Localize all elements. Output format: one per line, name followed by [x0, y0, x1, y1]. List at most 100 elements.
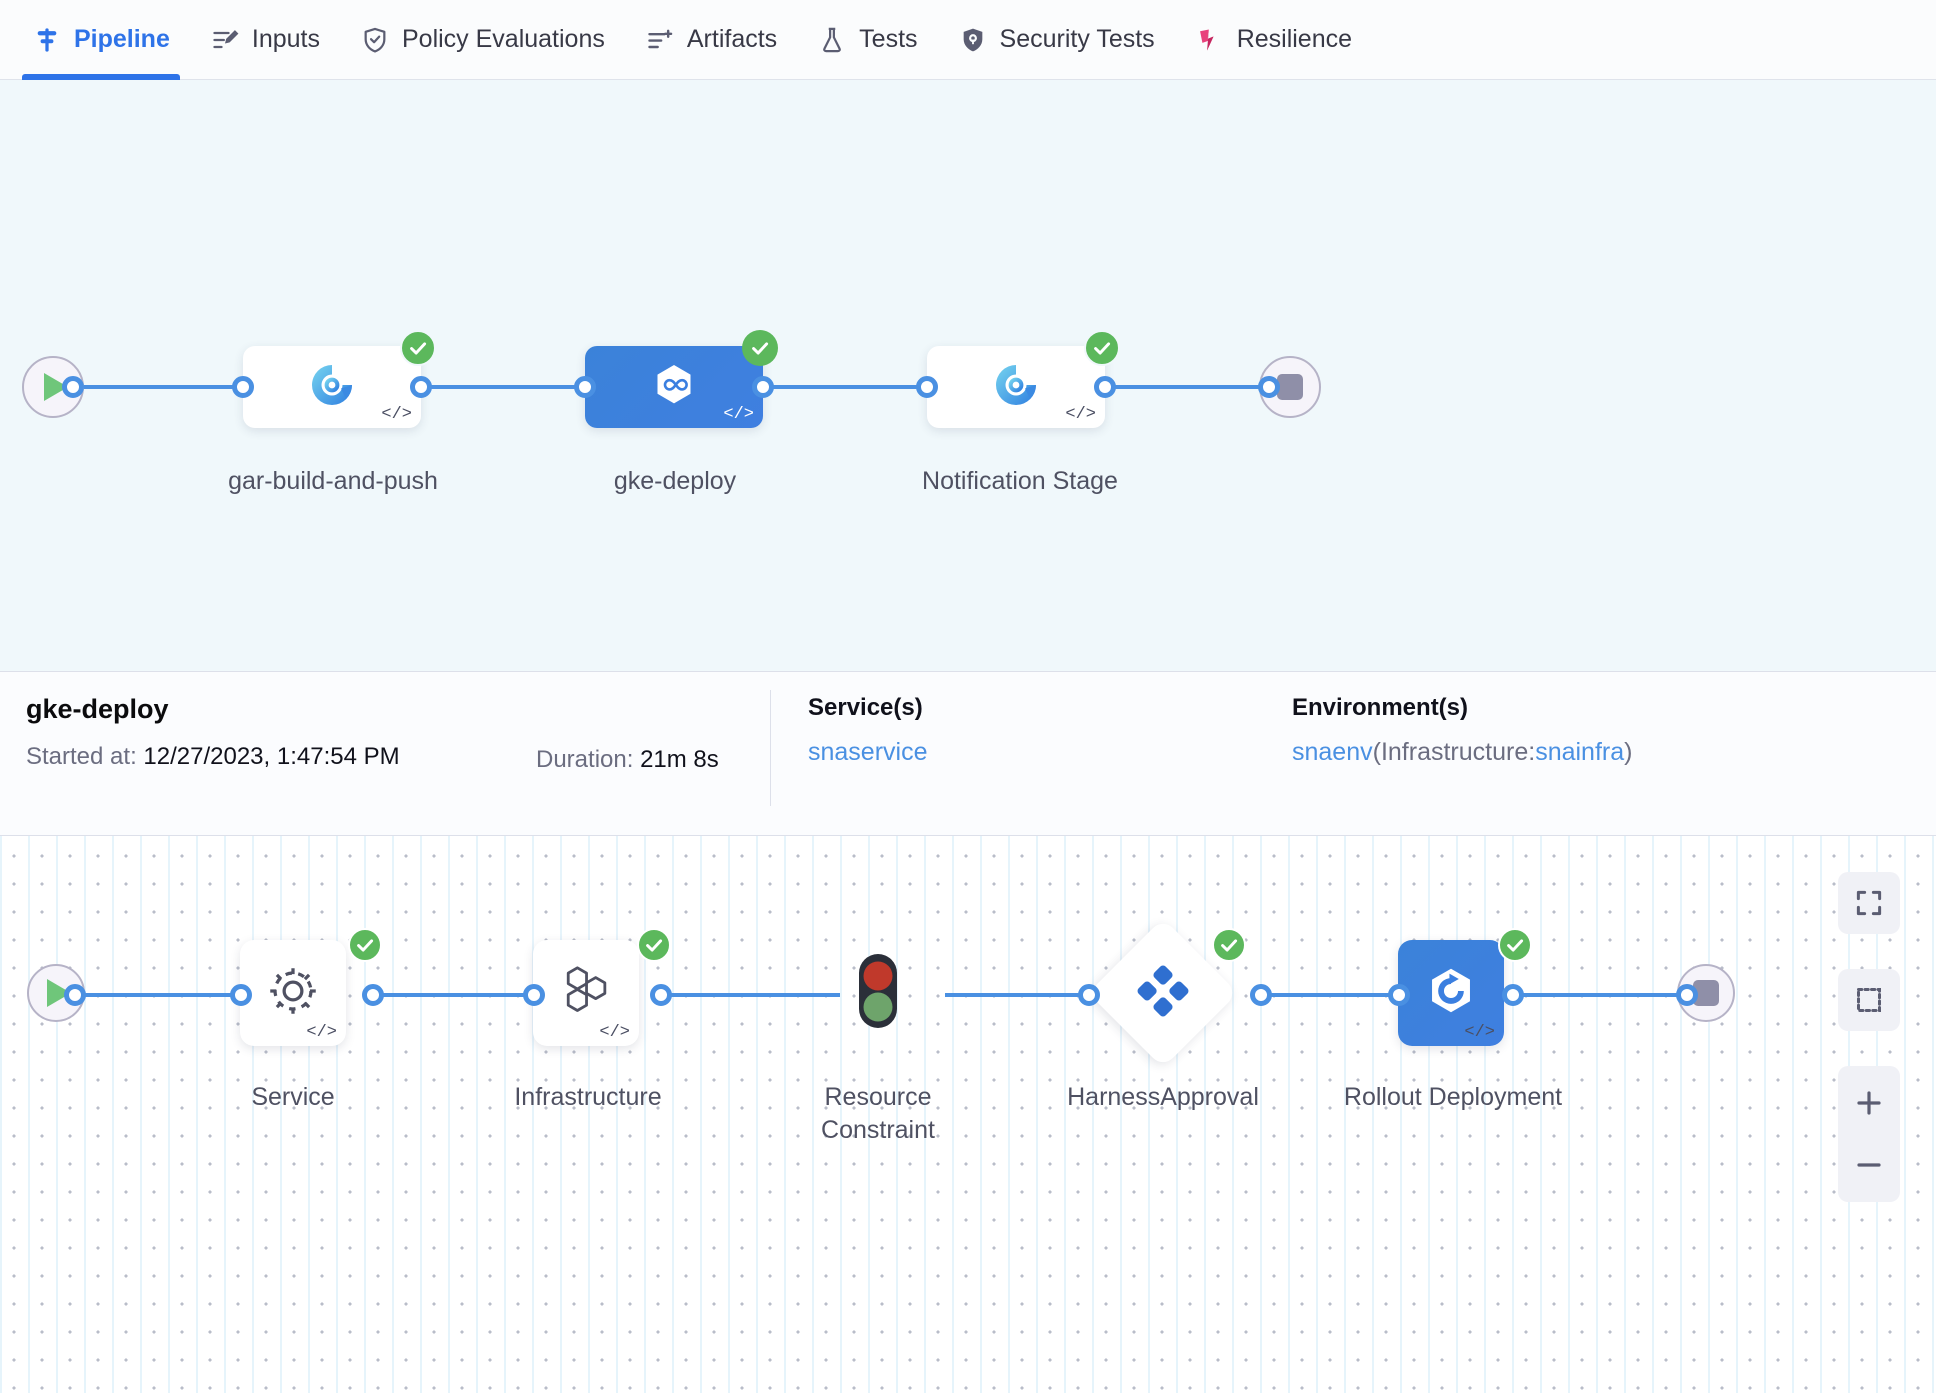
zoom-in-out-group — [1838, 1066, 1900, 1202]
tab-security-tests[interactable]: Security Tests — [938, 0, 1175, 79]
infrastructure-suffix: ) — [1624, 738, 1633, 766]
canvas-zoom-controls — [1838, 872, 1900, 1202]
infrastructure-link[interactable]: snainfra — [1535, 738, 1625, 766]
port-end-in[interactable] — [1258, 376, 1280, 398]
port-stage2-in[interactable] — [574, 376, 596, 398]
port-service-in[interactable] — [230, 984, 252, 1006]
step-label-harness-approval: HarnessApproval — [1067, 1083, 1259, 1111]
environment-row: snaenv(Infrastructure:snainfra) — [1292, 738, 1632, 767]
artifacts-icon — [645, 25, 675, 55]
tab-pipeline[interactable]: Pipeline — [12, 0, 190, 80]
tab-artifacts[interactable]: Artifacts — [625, 0, 797, 79]
stage-label-gke-deploy: gke-deploy — [613, 467, 737, 495]
stage-code-icon[interactable]: </> — [381, 405, 412, 424]
environment-link[interactable]: snaenv — [1292, 738, 1373, 766]
step-label-service: Service — [251, 1083, 335, 1111]
policy-shield-icon — [360, 25, 390, 55]
port-exec-end-in[interactable] — [1676, 984, 1698, 1006]
step-code-icon[interactable]: </> — [306, 1023, 337, 1042]
step-code-icon[interactable]: </> — [599, 1023, 630, 1042]
stage-details-title: gke-deploy — [26, 694, 169, 724]
edge-stage2-to-stage3 — [752, 385, 942, 389]
stage-code-icon[interactable]: </> — [1065, 405, 1096, 424]
step-node-rollout-deployment[interactable]: </> — [1398, 940, 1504, 1046]
tab-resilience[interactable]: Resilience — [1175, 0, 1372, 79]
k8s-rollout-icon — [1422, 962, 1480, 1025]
stage-node-gke-deploy[interactable]: </> — [585, 346, 763, 428]
port-start-out[interactable] — [62, 376, 84, 398]
edge-stage1-to-stage2 — [410, 385, 600, 389]
edge-rollout-to-end — [1512, 993, 1692, 997]
step-code-icon[interactable]: </> — [1464, 1023, 1495, 1042]
tab-tests[interactable]: Tests — [797, 0, 937, 79]
step-status-success-rollout-deployment — [1498, 928, 1532, 962]
fit-to-screen-button[interactable] — [1838, 872, 1900, 934]
tab-artifacts-label: Artifacts — [686, 25, 778, 53]
stage-status-success-1 — [400, 330, 436, 366]
harness-approval-icon-wrap — [1110, 940, 1216, 1046]
port-stage2-out[interactable] — [752, 376, 774, 398]
step-node-resource-constraint[interactable] — [825, 940, 931, 1046]
port-stage1-in[interactable] — [232, 376, 254, 398]
port-stage1-out[interactable] — [410, 376, 432, 398]
edge-stage3-to-end — [1094, 385, 1274, 389]
port-harness-approval-out[interactable] — [1250, 984, 1272, 1006]
tab-tests-label: Tests — [859, 25, 918, 53]
port-infrastructure-out[interactable] — [650, 984, 672, 1006]
inputs-icon — [210, 25, 240, 55]
edge-start-to-stage1 — [58, 385, 248, 389]
ci-stage-icon — [992, 361, 1040, 414]
security-shield-icon — [958, 25, 988, 55]
edge-approval-to-rollout — [1260, 993, 1405, 997]
step-label-resource-constraint: Resource Constraint — [821, 1083, 935, 1144]
tab-security-tests-label: Security Tests — [999, 25, 1155, 53]
duration-label: Duration: — [536, 746, 634, 773]
duration-row: Duration: 21m 8s — [536, 746, 719, 774]
tab-inputs[interactable]: Inputs — [190, 0, 340, 79]
edge-service-to-infra — [372, 993, 552, 997]
stage-status-success-2 — [742, 330, 778, 366]
port-service-out[interactable] — [362, 984, 384, 1006]
gear-icon — [265, 963, 321, 1024]
port-rollout-out[interactable] — [1502, 984, 1524, 1006]
tab-bar: Pipeline Inputs Policy Evaluations Artif… — [0, 0, 1936, 80]
port-harness-approval-in[interactable] — [1078, 984, 1100, 1006]
service-link[interactable]: snaservice — [808, 738, 928, 766]
flask-icon — [817, 25, 847, 55]
environments-block: Environment(s) snaenv(Infrastructure:sna… — [1292, 694, 1632, 767]
step-node-infrastructure[interactable]: </> — [533, 940, 639, 1046]
port-stage3-in[interactable] — [916, 376, 938, 398]
stage-code-icon[interactable]: </> — [723, 405, 754, 424]
started-at-value: 12/27/2023, 1:47:54 PM — [143, 743, 400, 770]
ci-stage-icon — [308, 361, 356, 414]
zoom-out-button[interactable] — [1838, 1134, 1900, 1196]
zoom-in-button[interactable] — [1838, 1072, 1900, 1134]
stage-status-success-3 — [1084, 330, 1120, 366]
port-exec-start-out[interactable] — [64, 984, 86, 1006]
area-select-button[interactable] — [1838, 969, 1900, 1031]
services-header: Service(s) — [808, 694, 923, 721]
stage-summary: gke-deploy Started at: 12/27/2023, 1:47:… — [0, 694, 426, 771]
port-rollout-in[interactable] — [1388, 984, 1410, 1006]
edge-start-to-service — [60, 993, 240, 997]
approval-diamond-icon — [1136, 964, 1190, 1023]
tab-pipeline-label: Pipeline — [74, 25, 170, 53]
duration-value: 21m 8s — [640, 746, 719, 773]
step-node-service[interactable]: </> — [240, 940, 346, 1046]
infrastructure-prefix: (Infrastructure: — [1372, 738, 1536, 766]
port-infrastructure-in[interactable] — [523, 984, 545, 1006]
port-stage3-out[interactable] — [1094, 376, 1116, 398]
stage-label-gar-build-and-push: gar-build-and-push — [228, 467, 438, 495]
tab-resilience-label: Resilience — [1236, 25, 1353, 53]
edge-infra-to-resource — [660, 993, 840, 997]
stage-node-notification-stage[interactable]: </> — [927, 346, 1105, 428]
tab-policy-evaluations-label: Policy Evaluations — [401, 25, 605, 53]
execution-step-canvas[interactable]: </> Service </> Infrastructure — [0, 836, 1936, 1393]
stage-label-notification-stage: Notification Stage — [922, 467, 1118, 495]
pipeline-stage-canvas[interactable]: </> gar-build-and-push </> gke-deploy — [0, 80, 1936, 672]
stage-node-gar-build-and-push[interactable]: </> — [243, 346, 421, 428]
edge-resource-to-approval — [945, 993, 1090, 997]
step-label-rollout-deployment: Rollout Deployment — [1343, 1083, 1563, 1111]
tab-policy-evaluations[interactable]: Policy Evaluations — [340, 0, 625, 79]
stop-icon — [1277, 374, 1303, 400]
